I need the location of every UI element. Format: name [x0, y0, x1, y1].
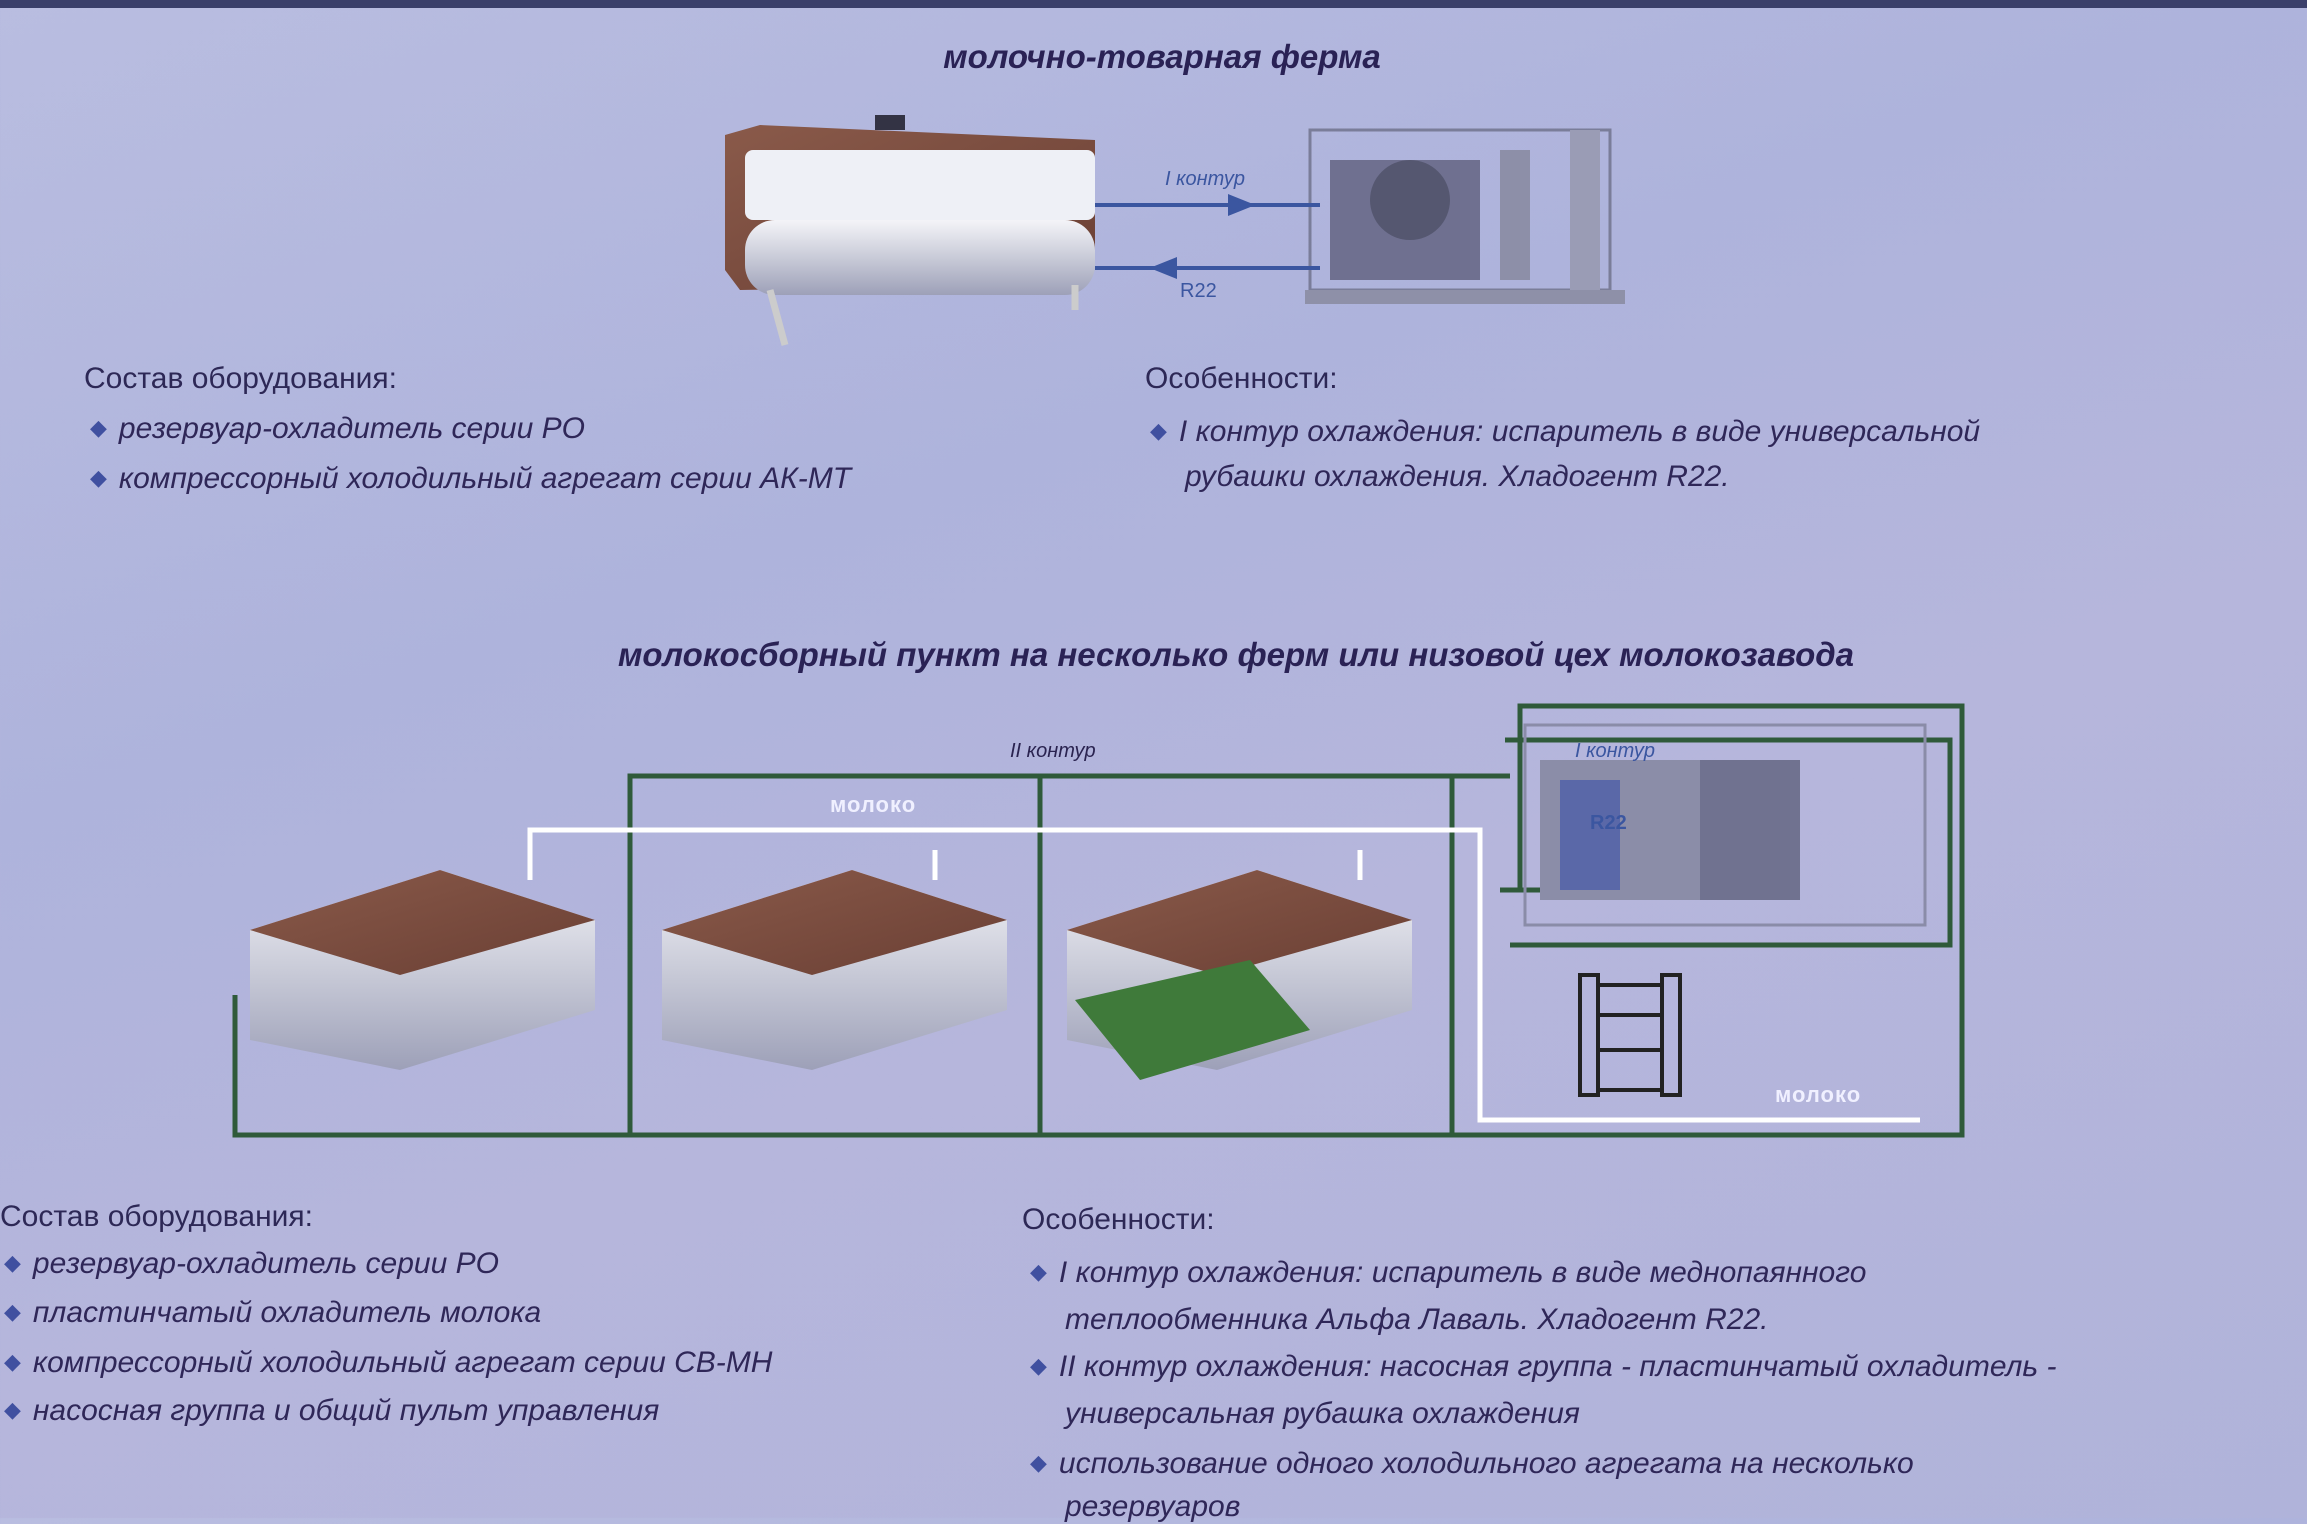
- refrigerant-label: R22: [1180, 280, 1217, 302]
- equipment-item: ◆компрессорный холодильный агрегат серии…: [4, 1346, 773, 1379]
- features-heading-2: Особенности:: [1022, 1203, 1215, 1236]
- equipment-item: ◆резервуар-охладитель серии РО: [90, 412, 585, 445]
- compressor-unit-sv-mn: [1523, 723, 1927, 927]
- cooling-tank-3-cutaway: [1067, 870, 1412, 1080]
- compressor-unit-ak-mt: [1305, 128, 1625, 304]
- equipment-item: ◆резервуар-охладитель серии РО: [4, 1247, 499, 1280]
- milk-label-bottom: молоко: [1775, 1082, 1862, 1107]
- loop1-label: I контур: [1165, 168, 1246, 190]
- milk-label-top: молоко: [830, 792, 917, 817]
- feature-item: ◆использование одного холодильного агрег…: [1030, 1447, 1914, 1480]
- top-border: [0, 0, 2307, 8]
- section2-title: молокосборный пункт на несколько ферм ил…: [617, 636, 1855, 673]
- cooling-tank-ro: [725, 115, 1095, 346]
- loop2-pipes: [232, 703, 1965, 1138]
- feature-item-continued: универсальная рубашка охлаждения: [1065, 1397, 1580, 1430]
- plate-cooler-pump-group: [1578, 973, 1682, 1097]
- cooling-tank-2: [662, 870, 1007, 1070]
- feature-item-continued: теплообменника Альфа Лаваль. Хладогент R…: [1065, 1303, 1769, 1336]
- feature-item: ◆I контур охлаждения: испаритель в виде …: [1030, 1256, 1867, 1289]
- loop1-label-2: I контур: [1575, 740, 1656, 762]
- equipment-heading: Состав оборудования:: [84, 362, 397, 395]
- refrigerant-label-2: R22: [1590, 812, 1627, 834]
- loop-pipes-section1: [1095, 194, 1320, 279]
- feature-item-continued: резервуаров: [1065, 1490, 1241, 1523]
- feature-item-continued: рубашки охлаждения. Хладогент R22.: [1185, 460, 1730, 493]
- equipment-item: ◆пластинчатый охладитель молока: [4, 1296, 542, 1329]
- equipment-heading-2: Состав оборудования:: [0, 1200, 313, 1233]
- milk-pipes: [527, 827, 1920, 1123]
- cooling-tank-1: [250, 870, 595, 1070]
- feature-item: ◆II контур охлаждения: насосная группа -…: [1030, 1350, 2057, 1383]
- section1-title: молочно-товарная ферма: [943, 38, 1381, 75]
- feature-item: ◆I контур охлаждения: испаритель в виде …: [1150, 415, 1981, 448]
- tanks-section2: [250, 870, 1412, 1080]
- loop2-label: II контур: [1010, 740, 1096, 762]
- features-heading: Особенности:: [1145, 362, 1338, 395]
- equipment-item: ◆компрессорный холодильный агрегат серии…: [90, 462, 852, 495]
- equipment-item: ◆насосная группа и общий пульт управлени…: [4, 1394, 660, 1427]
